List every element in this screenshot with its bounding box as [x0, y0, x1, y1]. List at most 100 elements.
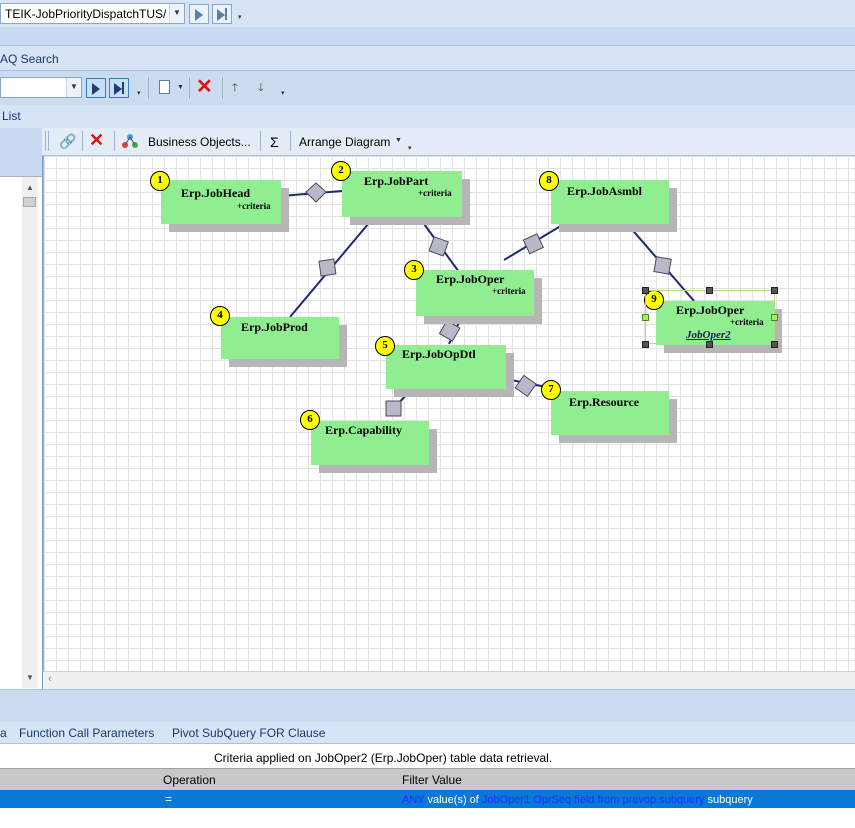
- node-number-badge: 8: [539, 171, 559, 191]
- overflow-icon[interactable]: ▾: [238, 14, 242, 21]
- node-criteria[interactable]: +criteria: [730, 317, 764, 327]
- tab-function-call-parameters[interactable]: Function Call Parameters: [19, 726, 155, 740]
- chevron-down-icon[interactable]: ▼: [66, 78, 81, 97]
- aq-search-label[interactable]: AQ Search: [0, 52, 59, 66]
- header-stripe: [0, 27, 855, 46]
- scroll-left-icon[interactable]: ‹: [48, 673, 52, 685]
- criteria-grid-header: Operation Filter Value: [0, 768, 855, 791]
- table-node-joboper2[interactable]: Erp.JobOper +criteria JobOper2: [656, 301, 774, 345]
- filter-table[interactable]: JobOper1: [481, 794, 531, 806]
- node-number-badge: 7: [541, 380, 561, 400]
- node-title: Erp.JobOper: [676, 303, 745, 317]
- chevron-down-icon[interactable]: ▼: [395, 137, 402, 144]
- horizontal-scrollbar[interactable]: ‹: [43, 671, 855, 689]
- resize-handle[interactable]: [771, 287, 778, 294]
- move-up-icon[interactable]: 🡑: [232, 82, 238, 94]
- left-list-panel[interactable]: ▲ ▼: [0, 176, 43, 690]
- left-panel-header: [0, 128, 43, 176]
- filter-any[interactable]: ANY: [402, 794, 425, 806]
- search-band: AQ Search: [0, 46, 855, 70]
- row-operation[interactable]: =: [165, 792, 173, 806]
- table-node-jobasmbl[interactable]: Erp.JobAsmbl: [551, 180, 669, 224]
- table-node-resource[interactable]: Erp.Resource: [551, 391, 669, 435]
- new-document-icon[interactable]: [159, 80, 170, 94]
- scroll-thumb[interactable]: [23, 197, 36, 207]
- link-marker-joboper: [428, 236, 449, 257]
- run-to-end-button[interactable]: [109, 78, 129, 98]
- chevron-down-icon[interactable]: ▼: [169, 4, 184, 23]
- bottom-filler: [0, 808, 855, 828]
- node-number-badge: 3: [404, 260, 424, 280]
- run-all-button[interactable]: [212, 4, 232, 24]
- vertical-scrollbar[interactable]: ▲ ▼: [22, 177, 38, 688]
- list-band: List: [0, 105, 855, 127]
- criteria-info-text: Criteria applied on JobOper2 (Erp.JobOpe…: [214, 751, 553, 765]
- delete-icon[interactable]: ✕: [196, 76, 213, 98]
- node-number-badge: 5: [375, 336, 395, 356]
- row-filter-value[interactable]: ANY value(s) of JobOper1 OprSeq field fr…: [402, 794, 753, 806]
- node-criteria[interactable]: +criteria: [492, 286, 526, 296]
- link-marker-joboper2: [653, 256, 672, 275]
- resize-handle[interactable]: [706, 341, 713, 348]
- table-node-jobhead[interactable]: Erp.JobHead +criteria: [161, 180, 281, 224]
- scroll-up-icon[interactable]: ▲: [26, 183, 34, 192]
- criteria-info-bar: Criteria applied on JobOper2 (Erp.JobOpe…: [0, 743, 855, 769]
- link-marker-jobasmbl: [522, 233, 544, 255]
- play-end-icon: [217, 9, 225, 21]
- column-header-filter-value[interactable]: Filter Value: [402, 773, 462, 787]
- link-marker-jobopdtl: [438, 319, 461, 342]
- node-title: Erp.JobProd: [241, 320, 308, 334]
- run-query-button[interactable]: [189, 4, 209, 24]
- table-node-capability[interactable]: Erp.Capability: [311, 421, 429, 465]
- play-icon: [92, 83, 100, 95]
- node-title: Erp.JobOper: [436, 272, 505, 286]
- table-node-jobpart[interactable]: Erp.JobPart +criteria: [342, 171, 462, 217]
- play-end-icon: [114, 83, 122, 95]
- selection-frame: [645, 290, 775, 344]
- diagram-toolbar: 🔗 ✕ Business Objects... Σ Arrange Diagra…: [42, 128, 855, 156]
- scroll-down-icon[interactable]: ▼: [26, 673, 34, 682]
- overflow-icon[interactable]: ▾: [137, 90, 141, 97]
- column-header-operation[interactable]: Operation: [163, 773, 216, 787]
- resize-handle[interactable]: [706, 287, 713, 294]
- query-name-combo[interactable]: TEIK-JobPriorityDispatchTUS/ ▼: [0, 3, 185, 24]
- node-alias[interactable]: JobOper2: [686, 329, 731, 341]
- node-criteria[interactable]: +criteria: [237, 201, 271, 211]
- table-node-joboper[interactable]: Erp.JobOper +criteria: [416, 270, 534, 316]
- filter-field[interactable]: OprSeq field from prevop subquery: [530, 794, 705, 806]
- resize-handle[interactable]: [771, 341, 778, 348]
- query-toolbar: ▼ ▾ ▼ ✕ 🡑 🡓 ▾: [0, 70, 855, 106]
- phrase-combo[interactable]: ▼: [0, 77, 82, 98]
- criteria-row[interactable]: = ANY value(s) of JobOper1 OprSeq field …: [0, 790, 855, 808]
- filter-subquery: subquery: [704, 794, 753, 806]
- link-marker-jobprod: [318, 258, 337, 277]
- resize-handle[interactable]: [642, 314, 649, 321]
- sigma-button[interactable]: Σ: [270, 134, 279, 150]
- table-node-jobopdtl[interactable]: Erp.JobOpDtl: [386, 345, 506, 389]
- resize-handle[interactable]: [642, 341, 649, 348]
- play-icon: [195, 9, 203, 21]
- filter-values-of: value(s) of: [424, 794, 482, 806]
- arrange-diagram-button[interactable]: Arrange Diagram: [299, 135, 391, 149]
- bottom-tab-strip: a Function Call Parameters Pivot SubQuer…: [0, 722, 855, 742]
- list-label[interactable]: List: [2, 109, 21, 123]
- chevron-down-icon[interactable]: ▼: [177, 84, 184, 91]
- overflow-icon[interactable]: ▾: [408, 145, 412, 152]
- node-criteria[interactable]: +criteria: [418, 188, 452, 198]
- run-button[interactable]: [86, 78, 106, 98]
- business-objects-icon: [122, 134, 138, 148]
- overflow-icon[interactable]: ▾: [281, 90, 285, 97]
- link-icon[interactable]: 🔗: [59, 133, 77, 149]
- business-objects-button[interactable]: Business Objects...: [148, 135, 251, 149]
- delete-icon[interactable]: ✕: [89, 130, 105, 150]
- lower-band: [0, 689, 855, 722]
- tab-partial[interactable]: a: [0, 726, 7, 740]
- tab-pivot-subquery[interactable]: Pivot SubQuery FOR Clause: [172, 726, 326, 740]
- table-node-jobprod[interactable]: Erp.JobProd: [221, 317, 339, 359]
- resize-handle[interactable]: [642, 287, 649, 294]
- node-title: Erp.JobOpDtl: [402, 347, 476, 361]
- link-marker-resource: [514, 374, 537, 398]
- resize-handle[interactable]: [771, 314, 778, 321]
- move-down-icon[interactable]: 🡓: [258, 82, 264, 94]
- diagram-canvas[interactable]: Erp.JobHead +criteria 1 Erp.JobPart +cri…: [43, 156, 855, 671]
